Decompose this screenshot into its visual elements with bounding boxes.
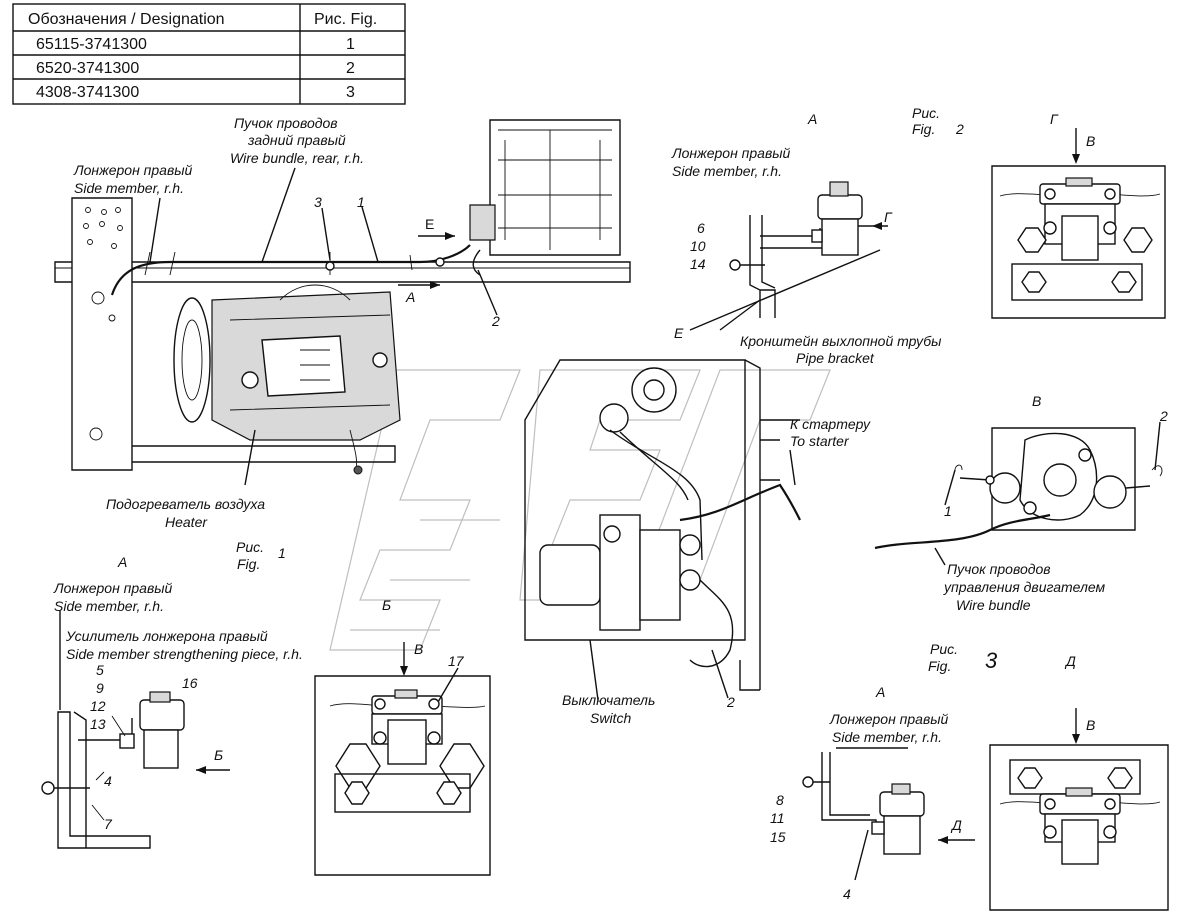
fig2-view-a: А: [807, 111, 817, 127]
fig3-n15: 15: [770, 829, 786, 845]
fig2-n14: 14: [690, 256, 706, 272]
table-header-designation: Обозначения / Designation: [28, 11, 225, 28]
view-a1-member-en: Side member, r.h.: [54, 598, 164, 614]
fig1-callout-1: 1: [357, 194, 365, 210]
view-a1-strength-en: Side member strengthening piece, r.h.: [66, 646, 303, 662]
fig1-callout-3: 3: [314, 194, 322, 210]
fig2-bracket-ru: Кронштейн выхлопной трубы: [740, 333, 942, 349]
view-a1-title: А: [117, 554, 127, 570]
table-cell-designation-3: 4308-3741300: [36, 84, 139, 101]
heater-en: Heater: [165, 514, 208, 530]
fig1-view-e: Е: [425, 216, 434, 232]
view-a1-n4: 4: [104, 773, 112, 789]
view-a1-n13: 13: [90, 716, 106, 732]
fig1-callout-2: 2: [491, 313, 500, 329]
fig2-view-a-drawing: [689, 181, 888, 331]
fig3-n11: 11: [770, 810, 785, 826]
fig2-arrow-g: Г: [884, 209, 893, 225]
watermark: [329, 369, 831, 651]
view-a1-n16: 16: [182, 675, 198, 691]
view-v-bundle-en: Wire bundle: [956, 597, 1031, 613]
view-b1-n17: 17: [448, 653, 465, 669]
fig2-member-en: Side member, r.h.: [672, 163, 782, 179]
table-cell-designation-1: 65115-3741300: [36, 36, 147, 53]
fig1-fig-en: Fig.: [237, 556, 260, 572]
fig1-fig-num: 1: [278, 545, 286, 561]
fig2-fig-ru: Рис.: [912, 105, 940, 121]
fig1-engine: [173, 284, 401, 486]
table-cell-designation-2: 6520-3741300: [36, 60, 139, 77]
fig3-member-ru: Лонжерон правый: [829, 711, 949, 727]
view-v-title: В: [1032, 393, 1041, 409]
fig3-view-d: Д: [1064, 653, 1076, 669]
view-g-drawing: [991, 128, 1166, 319]
view-a1-arrow-b: Б: [214, 747, 223, 763]
fig2-n10: 10: [690, 238, 706, 254]
view-a1-strength-ru: Усилитель лонжерона правый: [65, 628, 268, 644]
view-a1-n5: 5: [96, 662, 104, 678]
view-a1-n12: 12: [90, 698, 106, 714]
view-g-arrow-v: В: [1086, 133, 1095, 149]
fig1-cab: [469, 119, 621, 316]
switch-ru: Выключатель: [562, 692, 655, 708]
callout-3-leader: [321, 207, 331, 261]
view-v-bundle-ru1: Пучок проводов: [947, 561, 1051, 577]
callout-1-leader: [361, 206, 379, 263]
fig1-member-en: Side member, r.h.: [74, 180, 184, 196]
view-v-bundle-ru2: управления двигателем: [943, 579, 1106, 595]
fig3-member-en: Side member, r.h.: [832, 729, 942, 745]
fig3-arrow-d: Д: [950, 817, 962, 833]
switch-en: Switch: [590, 710, 631, 726]
table-cell-fig-1: 1: [346, 36, 355, 53]
fig3-fig-en: Fig.: [928, 658, 951, 674]
fig1-bundle-ru: Пучок проводов: [234, 115, 338, 131]
fig1-fig-ru: Рис.: [236, 539, 264, 555]
view-b1-arrow-v: В: [414, 641, 423, 657]
fig2-member-ru: Лонжерон правый: [671, 145, 791, 161]
fig1-bundle-en: Wire bundle, rear, r.h.: [230, 150, 364, 166]
designation-table: Обозначения / Designation Рис. Fig. 6511…: [12, 3, 406, 105]
view-g-title: Г: [1050, 111, 1059, 127]
view-e-starter-ru: К стартеру: [790, 416, 871, 432]
fig3-view-a: А: [875, 684, 885, 700]
member-leader-fig1: [149, 197, 161, 263]
fig3-fig-ru: Рис.: [930, 641, 958, 657]
bundle-leader-fig1: [261, 167, 296, 263]
view-d-arrow-v: В: [1086, 717, 1095, 733]
fig2-fig-num: 2: [955, 121, 964, 137]
switch-leader: [589, 639, 599, 701]
table-cell-fig-2: 2: [346, 60, 355, 77]
view-e-drawing: [524, 359, 801, 701]
view-b1-title: Б: [382, 597, 391, 613]
view-e-n2: 2: [726, 694, 735, 710]
view-e-starter-en: To starter: [790, 433, 850, 449]
fig3-n8: 8: [776, 792, 784, 808]
view-b1-drawing: [314, 642, 491, 876]
view-a1-n7: 7: [104, 816, 113, 832]
table-header-fig: Рис. Fig.: [314, 11, 377, 28]
view-a1-member-ru: Лонжерон правый: [53, 580, 173, 596]
view-e-title: Е: [674, 325, 684, 341]
view-a1-drawing: [41, 610, 230, 849]
view-d-drawing: [989, 708, 1169, 911]
callout-2-leader: [477, 269, 498, 316]
view-v-drawing: [874, 421, 1163, 566]
view-a1-n9: 9: [96, 680, 104, 696]
fig3-view-a-drawing: [802, 747, 975, 881]
fig2-bracket-en: Pipe bracket: [796, 350, 875, 366]
heater-leader: [244, 429, 256, 486]
fig3-n4: 4: [843, 886, 851, 902]
fig2-n6: 6: [697, 220, 705, 236]
fig3-fig-num: 3: [985, 648, 998, 673]
fig1-frame: [54, 197, 631, 471]
view-v-n2: 2: [1159, 408, 1168, 424]
heater-ru: Подогреватель воздуха: [106, 496, 265, 512]
table-cell-fig-3: 3: [346, 84, 355, 101]
fig1-view-a: А: [405, 289, 415, 305]
fig1-member-ru: Лонжерон правый: [73, 162, 193, 178]
fig1-bundle-ru2: задний правый: [247, 132, 346, 148]
fig2-fig-en: Fig.: [912, 121, 935, 137]
view-v-n1: 1: [944, 503, 952, 519]
